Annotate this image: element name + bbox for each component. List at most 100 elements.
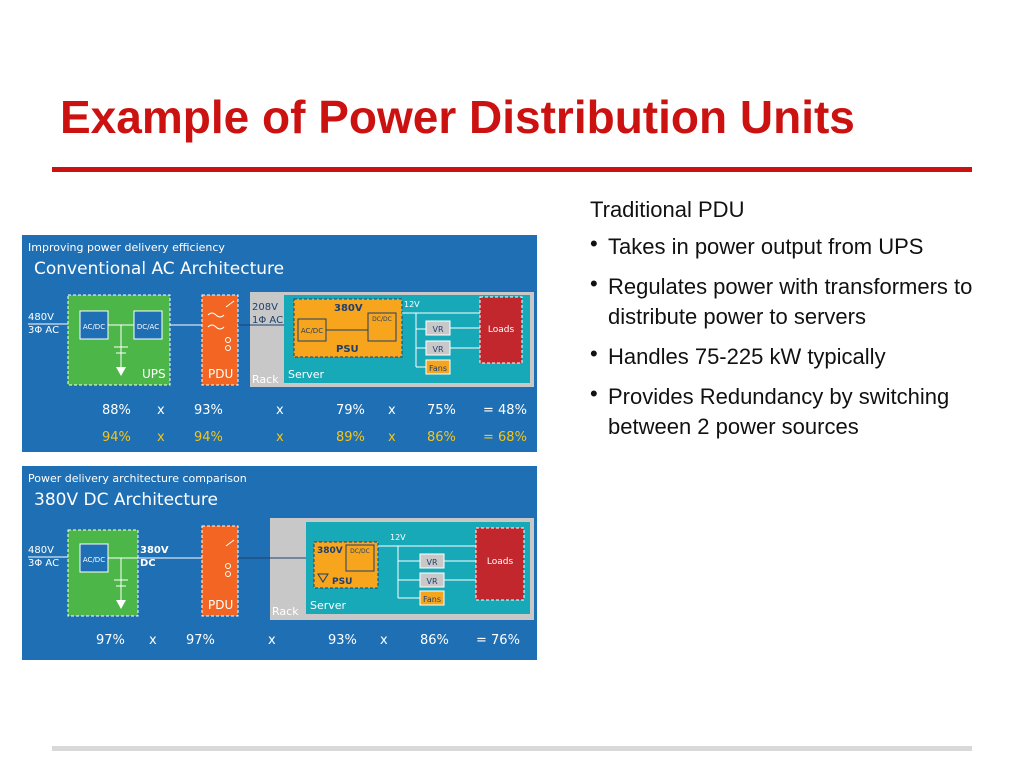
ac-row2-op2: x — [276, 430, 284, 445]
ac-row2-psu: 89% — [336, 430, 365, 445]
ac-row1-op1: x — [157, 403, 165, 418]
pdu-bullet-list: • Takes in power output from UPS • Regulat… — [590, 231, 990, 442]
dc-psu-dcdc-label: DC/DC — [350, 548, 370, 555]
diagram-dc-header: Power delivery architecture comparison — [28, 472, 247, 485]
dc-row-total: = 76% — [476, 633, 520, 648]
server-label: Server — [288, 368, 325, 381]
bullet-item: •Handles 75-225 kW typically — [590, 341, 990, 372]
dc-pdu-label: PDU — [208, 598, 233, 612]
pdu-transformer-icon — [207, 312, 225, 318]
fans-label: Fans — [429, 364, 447, 373]
psu-acdc-label: AC/DC — [301, 327, 323, 335]
ac-row2-ups: 94% — [102, 430, 131, 445]
psu-voltage: 380V — [334, 303, 363, 314]
dc-psu-voltage: 380V — [317, 546, 343, 556]
pdu-switch-icon — [225, 300, 235, 308]
ac-row2-op3: x — [388, 430, 396, 445]
ups-dcac-label: DC/AC — [137, 323, 159, 331]
ac-row2-vr: 86% — [427, 430, 456, 445]
ac-row2-pdu: 94% — [194, 430, 223, 445]
ac-row2-total: = 68% — [483, 430, 527, 445]
ac-row1-op3: x — [388, 403, 396, 418]
loads-label: Loads — [488, 325, 515, 335]
ac-row2-op1: x — [157, 430, 165, 445]
dc-pdu-switch-icon — [225, 539, 235, 547]
ups-label: UPS — [142, 367, 166, 381]
psu-dcdc-label: DC/DC — [372, 316, 392, 323]
rail-voltage: 12V — [404, 300, 420, 309]
dc-output-voltage: 380V — [140, 545, 169, 556]
bullet-item: • Regulates power with transformers to di… — [590, 271, 990, 332]
dc-fans-block — [419, 590, 445, 606]
psu-box — [293, 298, 403, 358]
ac-row1-op2: x — [276, 403, 284, 418]
dc-loads-label: Loads — [487, 557, 514, 567]
efficiency-row-2: 94% x 94% x 89% x 86% = 68% — [102, 430, 527, 445]
dc-rack-label: Rack — [272, 605, 299, 618]
rectifier-acdc-block — [79, 543, 109, 573]
ac-row1-total: = 48% — [483, 403, 527, 418]
dc-row-op2: x — [268, 633, 276, 648]
ac-row1-psu: 79% — [336, 403, 365, 418]
ups-acdc-label: AC/DC — [83, 323, 105, 331]
vr1-label: VR — [432, 325, 443, 334]
rectifier-battery-arrow — [116, 600, 126, 609]
dc-row-op3: x — [380, 633, 388, 648]
efficiency-row-1: 88% x 93% x 79% x 75% = 48% — [102, 403, 527, 418]
ups-box — [67, 294, 171, 386]
pdu-description-heading: Traditional PDU — [590, 197, 745, 222]
title-underline — [52, 167, 972, 172]
diagram-380v-dc: Power delivery architecture comparison 3… — [22, 466, 537, 660]
diagram-ac-subtitle: Conventional AC Architecture — [34, 259, 284, 279]
diagram-dc-subtitle: 380V DC Architecture — [34, 490, 218, 510]
pdu-label: PDU — [208, 367, 233, 381]
ac-row1-vr: 75% — [427, 403, 456, 418]
pdu-indicator-1 — [225, 337, 231, 343]
bullet-item: •Provides Redundancy by switching betwee… — [590, 381, 990, 442]
ac-input-phase: 3Φ AC — [28, 325, 59, 336]
pdu-box — [201, 294, 239, 386]
bullet-icon: • — [590, 341, 598, 366]
dc-psu-dcdc-block — [345, 544, 375, 572]
diagram-dc-svg: Power delivery architecture comparison 3… — [28, 472, 534, 648]
dc-row-op1: x — [149, 633, 157, 648]
psu-label: PSU — [336, 344, 359, 355]
loads-block — [479, 296, 523, 364]
dc-server-label: Server — [310, 599, 347, 612]
dc-row-pdu: 97% — [186, 633, 215, 648]
rectifier-box — [67, 529, 139, 617]
dc-psu-label: PSU — [332, 577, 352, 587]
ac-row1-ups: 88% — [102, 403, 131, 418]
bullet-icon: • — [590, 271, 598, 296]
dc-row-vr: 86% — [420, 633, 449, 648]
pdu-indicator-2 — [225, 345, 231, 351]
dc-vr1-label: VR — [426, 558, 437, 567]
dc-psu-arrow-icon — [317, 573, 329, 583]
psu-dcdc-block — [367, 312, 397, 342]
dc-output-type: DC — [140, 558, 156, 569]
bullet-icon: • — [590, 231, 598, 256]
dc-pdu-indicator-2 — [225, 571, 231, 577]
bullet-text: Regulates power with transformers to dis… — [608, 274, 973, 329]
rack-label: Rack — [252, 373, 279, 386]
bullet-text: Provides Redundancy by switching between… — [608, 384, 950, 439]
rectifier-acdc-label: AC/DC — [83, 556, 105, 564]
ac-input-voltage: 480V — [28, 312, 54, 323]
pdu-description: Traditional PDU • Takes in power output f… — [590, 196, 990, 452]
ups-battery-arrow — [116, 367, 126, 376]
vr2-label: VR — [432, 345, 443, 354]
dc-input-voltage: 480V — [28, 545, 54, 556]
dc-fans-label: Fans — [423, 595, 441, 604]
dc-row-rect: 97% — [96, 633, 125, 648]
pdu-transformer-icon-2 — [207, 324, 225, 330]
dc-efficiency-row: 97% x 97% x 93% x 86% = 76% — [96, 633, 520, 648]
ac-row1-pdu: 93% — [194, 403, 223, 418]
dc-vr2-label: VR — [426, 577, 437, 586]
diagram-ac-svg: Improving power delivery efficiency Conv… — [28, 241, 534, 445]
dc-input-phase: 3Φ AC — [28, 558, 59, 569]
dc-rail-voltage: 12V — [390, 533, 406, 542]
dc-pdu-indicator-1 — [225, 563, 231, 569]
bullet-text: Takes in power output from UPS — [608, 234, 924, 259]
bullet-item: • Takes in power output from UPS — [590, 231, 990, 262]
slide-title: Example of Power Distribution Units — [60, 91, 855, 143]
